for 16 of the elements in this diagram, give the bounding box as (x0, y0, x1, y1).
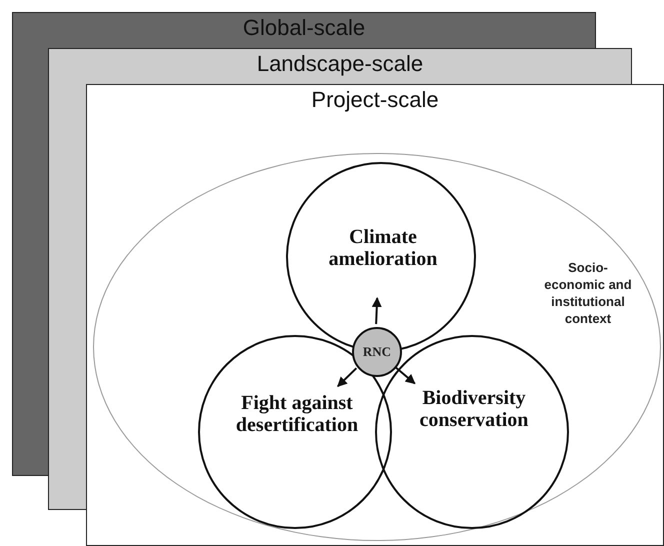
arrow (372, 297, 382, 324)
scale-panel (48, 48, 632, 84)
circle-label: Climate amelioration (328, 226, 438, 270)
panel-title: Landscape-scale (256, 51, 424, 77)
circle-label: Fight against desertification (234, 392, 360, 436)
arrow (394, 366, 416, 384)
circle-label: Biodiversity conservation (418, 387, 530, 431)
panel-title: Global-scale (242, 15, 366, 41)
context-text: Socio-economic and institutional context (544, 259, 632, 327)
scale-panel (12, 12, 596, 48)
context-ellipse (93, 153, 661, 541)
hub-label: RNC (362, 344, 392, 360)
scale-panel (86, 84, 664, 546)
panel-title: Project-scale (311, 87, 439, 113)
arrow (337, 367, 358, 388)
hub-circle (352, 327, 402, 377)
